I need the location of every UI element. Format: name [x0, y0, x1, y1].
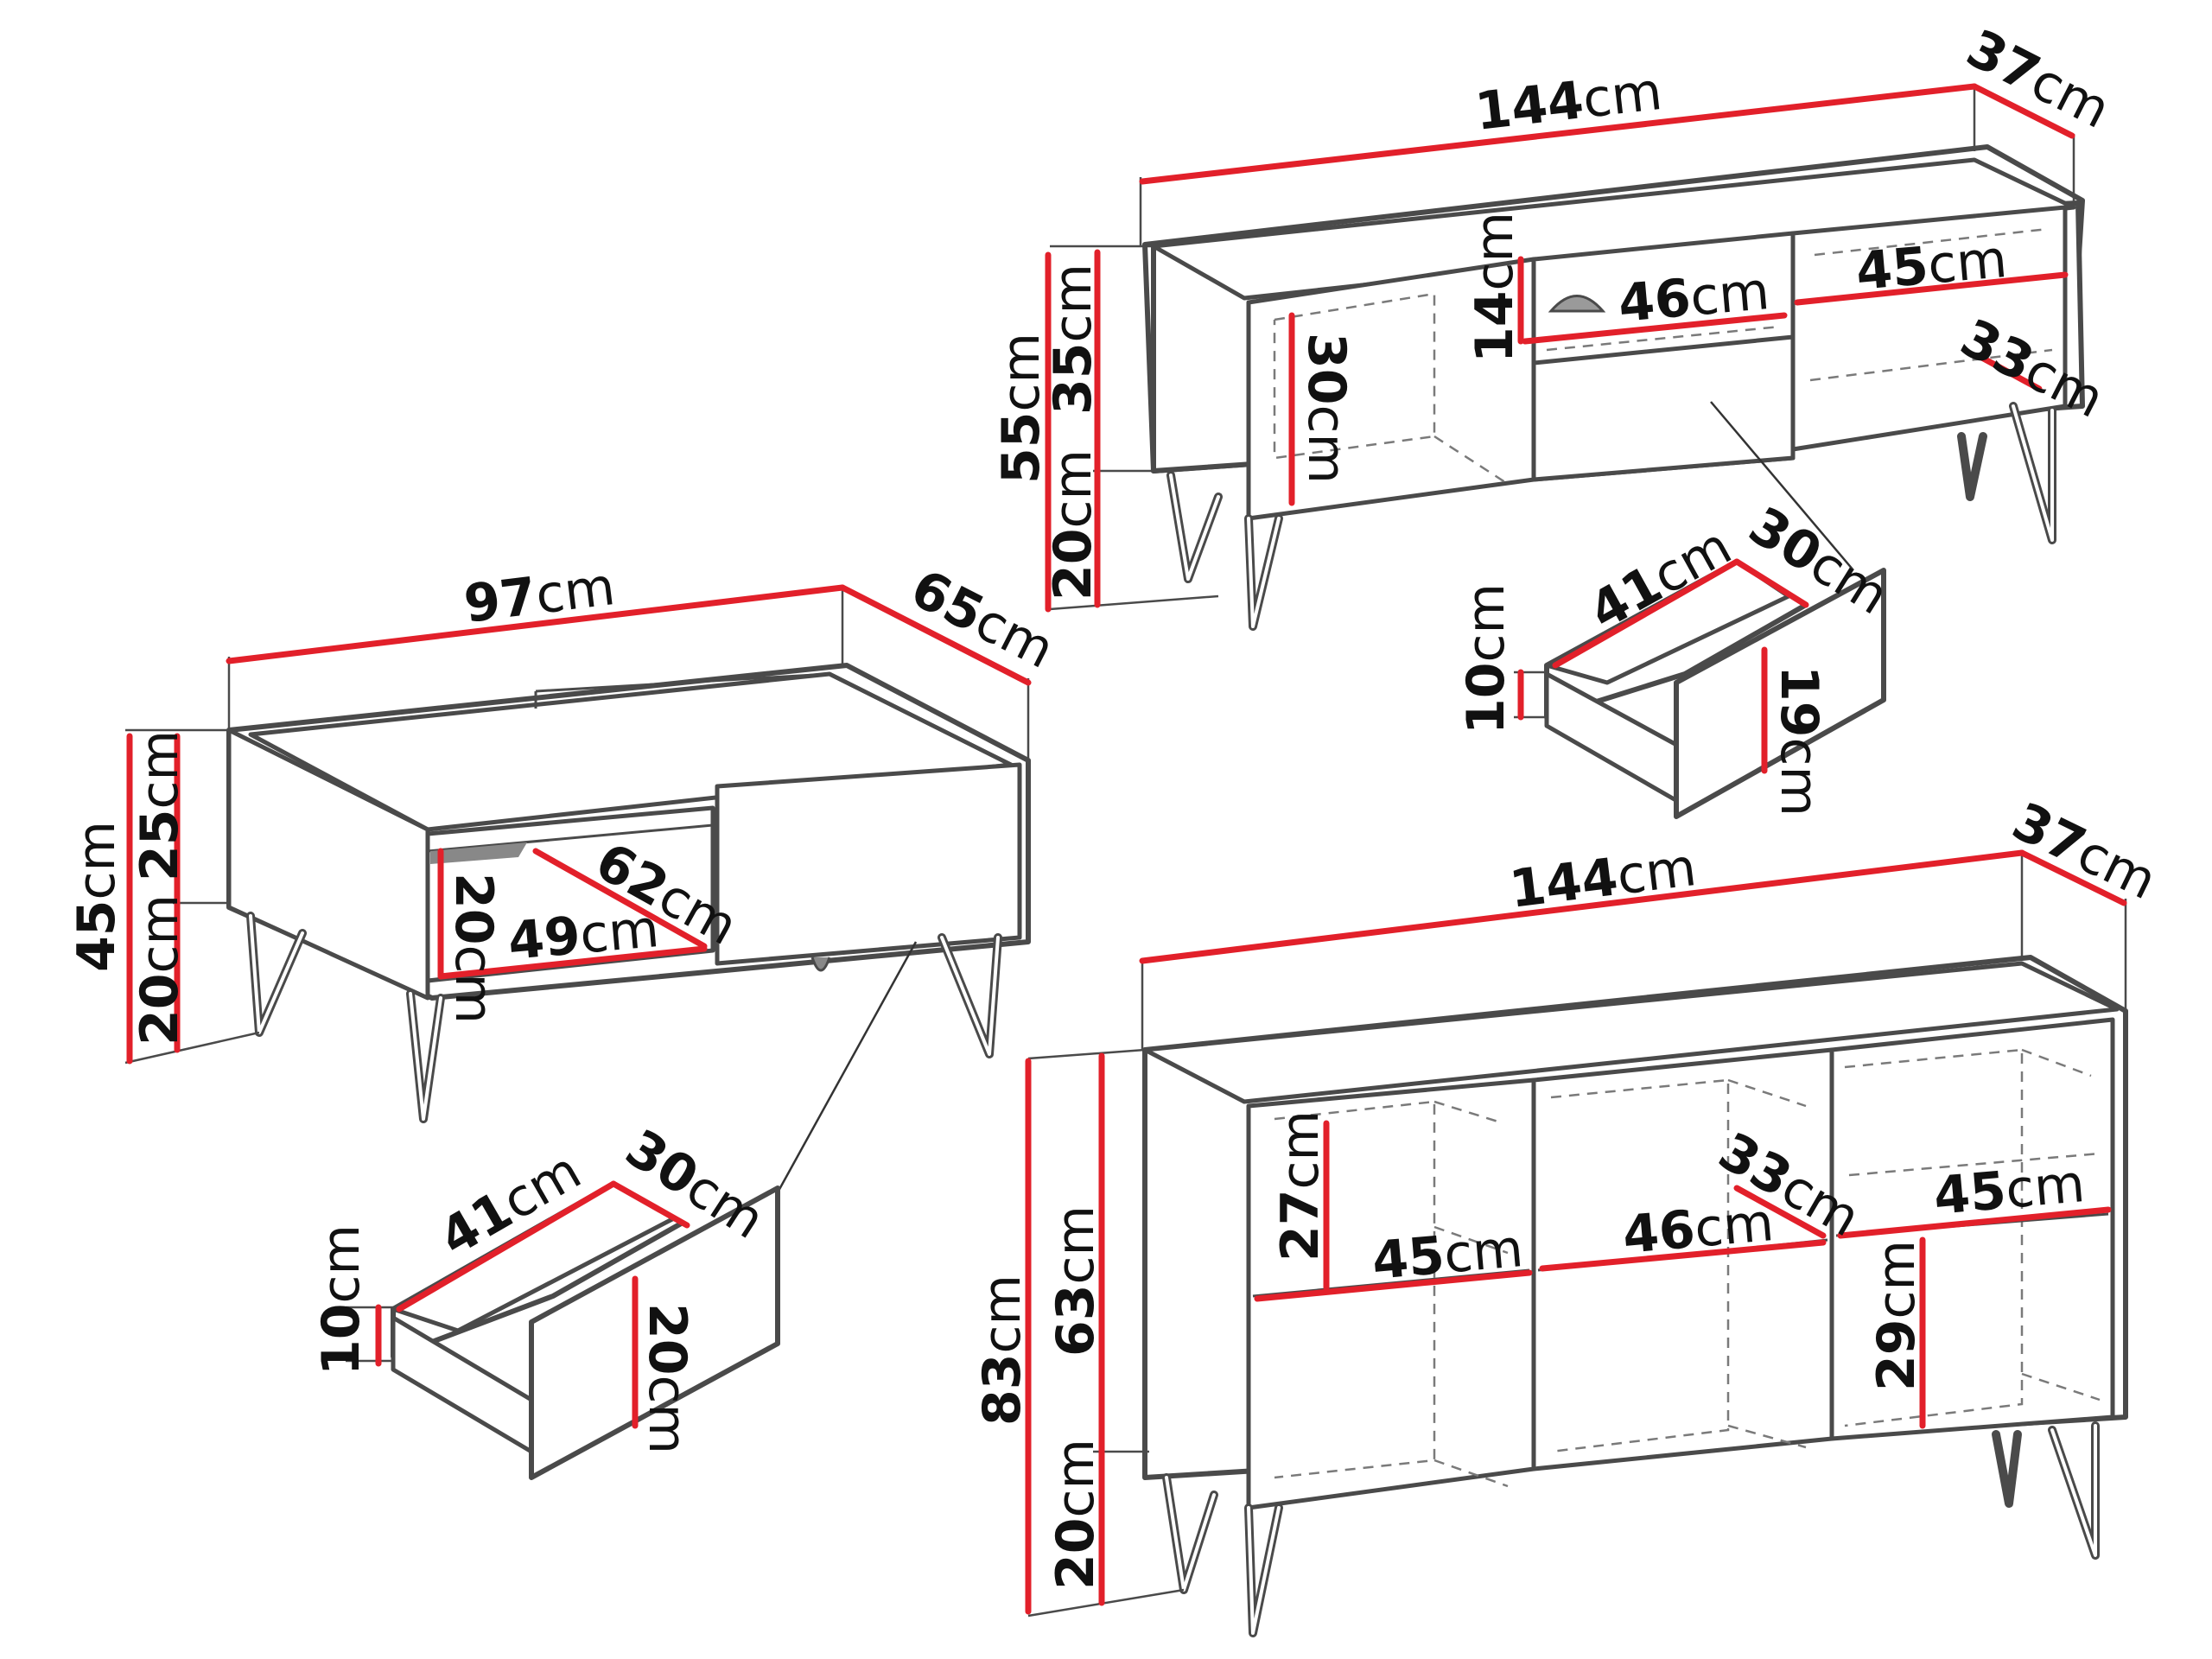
sideboard-total-height-label: 83cm: [972, 1274, 1033, 1426]
shelf-shadow: [430, 842, 527, 864]
sideboard-top: [1142, 961, 2120, 1104]
tv-depth-label: 37cm: [1957, 18, 2120, 141]
tv-drawer-front-height-label: 19cm: [1769, 665, 1829, 817]
table-drawer-drawing: [346, 1181, 780, 1480]
coffee-table-drawing: [124, 588, 1031, 1193]
sideboard-body-height-label: 63cm: [1046, 1205, 1106, 1357]
table-total-height-label: 45cm: [67, 821, 127, 972]
table-leg-height-label: 20cm: [130, 894, 190, 1046]
coffee-table-left-panel: [226, 728, 430, 1001]
tv-total-height-label: 55cm: [991, 333, 1052, 484]
tv-cabinet-top: [1151, 157, 2076, 301]
table-drawer-side: [391, 1315, 534, 1454]
tv-leg-height-label: 20cm: [1043, 449, 1103, 601]
sideboard-leg-height-label: 20cm: [1046, 1439, 1106, 1590]
sideboard-mid-width-label: 46cm: [1620, 1192, 1776, 1266]
sideboard-right-compartment: [1829, 1017, 2115, 1441]
tv-drawer-dimensions: [1517, 558, 1809, 774]
table-drawer-inner-height-label: 10cm: [311, 1224, 372, 1376]
tv-niche-width-label: 46cm: [1616, 261, 1771, 334]
table-shelf-height-label: 20cm: [443, 873, 504, 1024]
tv-cabinet-dimensions: [1045, 83, 2075, 613]
tv-right-width-label: 45cm: [1853, 229, 2009, 302]
tv-width-label: 144cm: [1472, 61, 1665, 143]
table-drawer-labels: 41cm 30cm 10cm 20cm: [311, 1118, 775, 1454]
sideboard-leg-3: [1992, 1430, 2022, 1508]
tv-niche-height-label: 14cm: [1465, 212, 1525, 363]
table-body-height-label: 25cm: [130, 730, 190, 881]
drawer-knob-icon: [810, 957, 831, 972]
sideboard-upper-shelf-label: 27cm: [1270, 1110, 1331, 1262]
sideboard-left-width-label: 45cm: [1370, 1218, 1525, 1292]
table-width-label: 97cm: [461, 556, 618, 635]
tv-leg-3: [1957, 432, 1987, 501]
tv-shelf-height-label: 30cm: [1296, 333, 1357, 484]
coffee-table-dimensions: [126, 584, 1032, 1065]
sideboard-lower-shelf-label: 29cm: [1866, 1240, 1927, 1391]
tv-drawer-inner-height-label: 10cm: [1456, 583, 1516, 734]
tv-cabinet-drawer-front: [1531, 334, 1796, 482]
table-drawer-dimensions: [375, 1180, 690, 1429]
coffee-table-drawer-front: [715, 762, 1022, 966]
tv-drawer-front: [1674, 568, 1886, 819]
sideboard-right-width-label: 45cm: [1931, 1154, 2087, 1227]
sideboard-width-label: 144cm: [1506, 837, 1700, 920]
tv-body-height-label: 35cm: [1043, 264, 1103, 415]
sideboard-depth-label: 37cm: [2003, 791, 2165, 912]
table-shelf-width-label: 49cm: [505, 899, 661, 972]
sideboard-drawing: [1027, 851, 2128, 1637]
tv-cabinet-right-compartment: [1790, 205, 2068, 452]
table-drawer-front-height-label: 20cm: [637, 1303, 697, 1454]
niche-handle-icon: [1548, 295, 1606, 313]
table-drawer-front: [529, 1185, 780, 1480]
sideboard-labels: 144cm 37cm 83cm 63cm 20cm 27cm 45cm 46cm…: [972, 791, 2165, 1590]
sideboard-dimensions: [1025, 849, 2127, 1615]
tv-cabinet-drawing: [1049, 86, 2085, 631]
coffee-table-labels: 97cm 65cm 45cm 25cm 20cm 20cm 49cm 62cm: [67, 556, 1064, 1046]
